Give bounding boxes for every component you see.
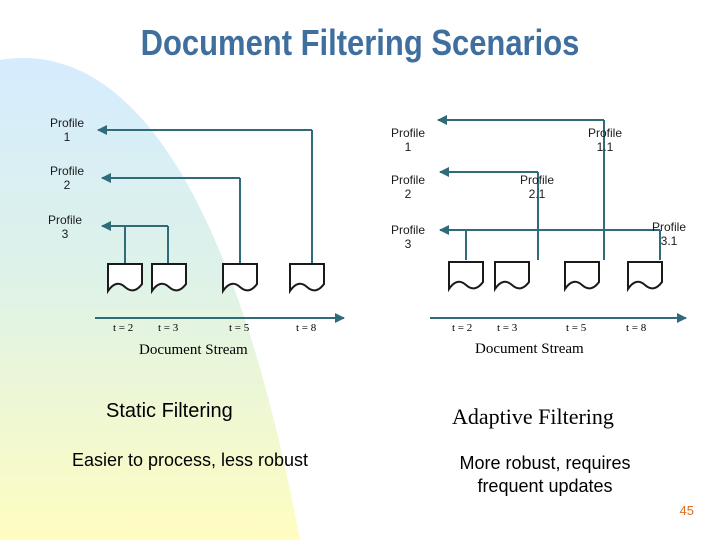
description-text: Easier to process, less robust <box>71 450 309 470</box>
profile-number: 2 <box>63 177 71 192</box>
adaptive-time-label: t = 3 <box>497 322 518 334</box>
static-document-icons <box>107 263 325 292</box>
static-time-label: t = 5 <box>229 322 250 334</box>
adaptive-profile-2: Profile 2 <box>386 173 430 202</box>
static-connectors <box>95 125 345 323</box>
profile-number: 1 <box>404 139 412 154</box>
profile-label: Profile <box>390 173 425 187</box>
profile-label: Profile <box>47 213 82 227</box>
static-stream-label: Document Stream <box>139 342 248 358</box>
static-profile-2: Profile 2 <box>46 164 88 193</box>
profile-label: Profile <box>49 116 84 130</box>
profile-number: 2.1 <box>528 186 546 201</box>
profile-number: 1 <box>63 129 71 144</box>
profile-number: 3 <box>404 236 412 251</box>
static-profile-1: Profile 1 <box>46 116 88 145</box>
profile-label: Profile <box>519 173 554 187</box>
description-text: More robust, requires <box>459 453 631 473</box>
adaptive-document-icons <box>448 261 663 290</box>
adaptive-profile-3-1: Profile 3.1 <box>646 220 692 249</box>
profile-number: 3 <box>61 226 69 241</box>
profile-label: Profile <box>587 126 622 140</box>
adaptive-connectors <box>430 115 687 323</box>
adaptive-heading: Adaptive Filtering <box>452 404 614 429</box>
adaptive-profile-2-1: Profile 2.1 <box>514 173 560 202</box>
static-heading: Static Filtering <box>106 400 233 422</box>
adaptive-profile-3: Profile 3 <box>386 223 430 252</box>
static-time-label: t = 8 <box>296 322 317 334</box>
profile-label: Profile <box>390 126 425 140</box>
adaptive-profile-1: Profile 1 <box>386 126 430 155</box>
description-text: frequent updates <box>477 476 613 497</box>
adaptive-profile-1-1: Profile 1.1 <box>582 126 628 155</box>
profile-label: Profile <box>49 164 84 178</box>
static-profile-3: Profile 3 <box>44 213 86 242</box>
slide-title: Document Filtering Scenarios <box>140 22 580 63</box>
static-description: Easier to process, less robust <box>40 449 340 472</box>
adaptive-stream-label: Document Stream <box>475 341 584 357</box>
adaptive-time-label: t = 8 <box>626 322 647 334</box>
adaptive-time-label: t = 5 <box>566 322 587 334</box>
page-number: 45 <box>679 503 694 518</box>
profile-number: 2 <box>404 186 412 201</box>
static-time-label: t = 2 <box>113 322 134 334</box>
profile-number: 1.1 <box>596 139 614 154</box>
adaptive-time-label: t = 2 <box>452 322 473 334</box>
adaptive-description: More robust, requires frequent updates <box>420 452 670 499</box>
profile-label: Profile <box>390 223 425 237</box>
profile-label: Profile <box>651 220 686 234</box>
static-time-label: t = 3 <box>158 322 179 334</box>
profile-number: 3.1 <box>660 233 678 248</box>
